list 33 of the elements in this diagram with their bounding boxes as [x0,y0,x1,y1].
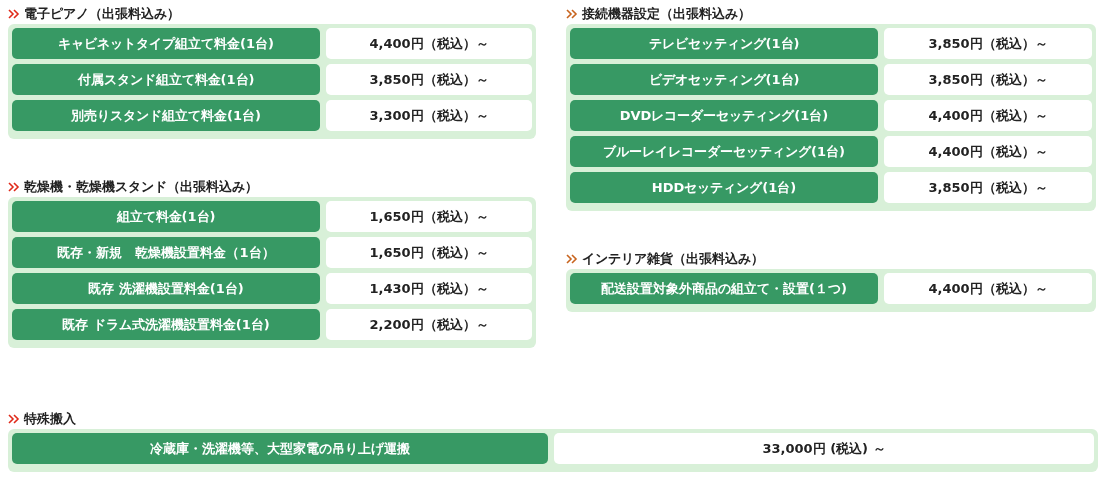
section-heading: 電子ピアノ（出張料込み） [24,5,180,23]
service-label-cell: 既存 洗濯機設置料金(1台) [12,273,320,304]
price-cell: 4,400円（税込）～ [884,100,1092,131]
section-heading: 乾燥機・乾燥機スタンド（出張料込み） [24,178,258,196]
section-heading: 特殊搬入 [24,410,76,428]
price-cell: 3,300円（税込）～ [326,100,532,131]
service-label-cell: ビデオセッティング(1台) [570,64,878,95]
service-label-cell: 配送設置対象外商品の組立て・設置(１つ) [570,273,878,304]
section-heading: 接続機器設定（出張料込み） [582,5,751,23]
price-cell: 2,200円（税込）～ [326,309,532,340]
price-cell: 3,850円（税込）～ [884,64,1092,95]
price-cell: 4,400円（税込）～ [884,273,1092,304]
price-cell: 1,430円（税込）～ [326,273,532,304]
section-heading: インテリア雑貨（出張料込み） [582,250,764,268]
service-label-cell: 別売りスタンド組立て料金(1台) [12,100,320,131]
service-label-cell: ブルーレイレコーダーセッティング(1台) [570,136,878,167]
price-cell: 33,000円 (税込) ～ [554,433,1094,464]
service-label-cell: 付属スタンド組立て料金(1台) [12,64,320,95]
service-label-cell: キャビネットタイプ組立て料金(1台) [12,28,320,59]
service-label-cell: HDDセッティング(1台) [570,172,878,203]
service-label-cell: テレビセッティング(1台) [570,28,878,59]
price-cell: 4,400円（税込）～ [326,28,532,59]
service-label-cell: 冷蔵庫・洗濯機等、大型家電の吊り上げ運搬 [12,433,548,464]
price-cell: 3,850円（税込）～ [884,28,1092,59]
service-label-cell: 組立て料金(1台) [12,201,320,232]
price-cell: 1,650円（税込）～ [326,201,532,232]
service-label-cell: DVDレコーダーセッティング(1台) [570,100,878,131]
price-cell: 3,850円（税込）～ [326,64,532,95]
service-label-cell: 既存 ドラム式洗濯機設置料金(1台) [12,309,320,340]
price-cell: 3,850円（税込）～ [884,172,1092,203]
price-cell: 1,650円（税込）～ [326,237,532,268]
price-cell: 4,400円（税込）～ [884,136,1092,167]
service-label-cell: 既存・新規 乾燥機設置料金（1台） [12,237,320,268]
